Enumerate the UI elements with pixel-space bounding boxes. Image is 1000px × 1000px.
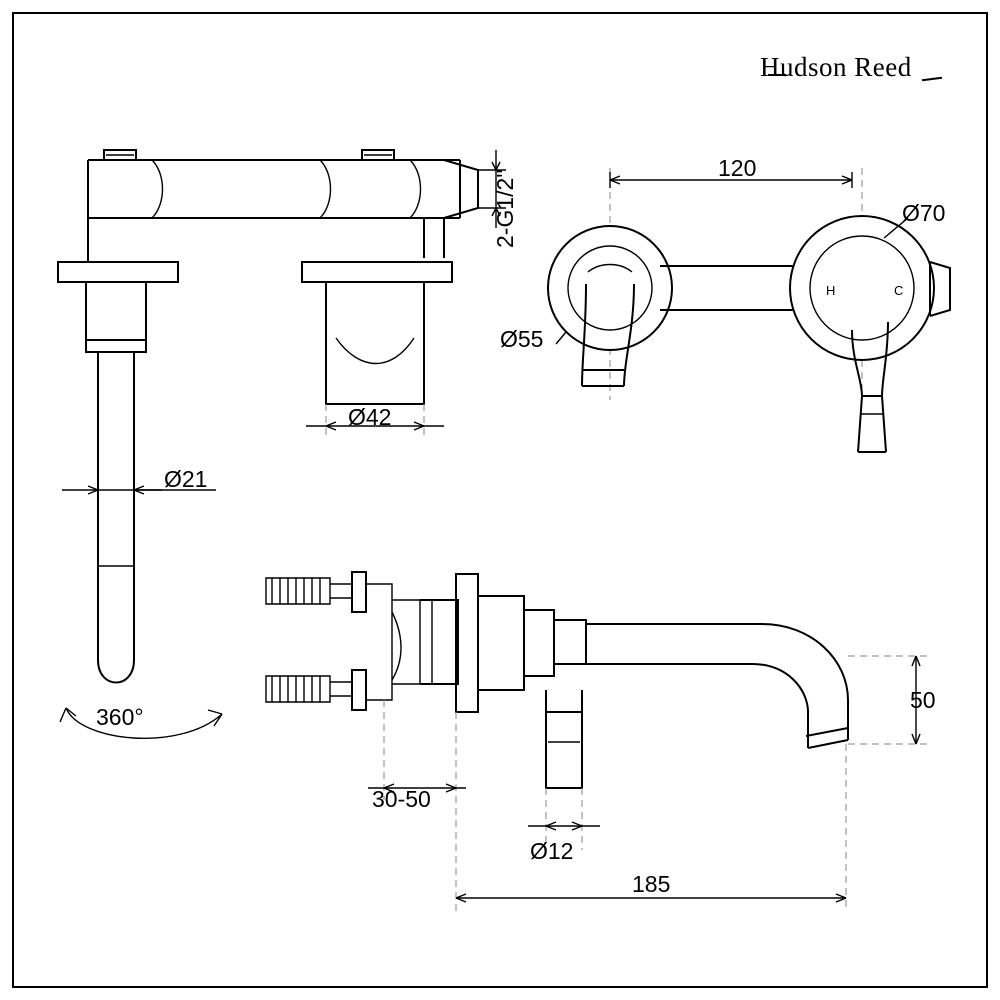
rotation-arc-360 [59, 707, 223, 739]
dimension-label-wall-30-50: 30-50 [372, 786, 431, 812]
dimension-handle-12 [528, 821, 600, 831]
section-installation-geometry [265, 571, 928, 912]
dimension-projection-185 [455, 893, 847, 903]
front-elevation-geometry [547, 168, 951, 453]
dimension-thread [478, 150, 506, 228]
dimension-label-rose-55: Ø55 [500, 326, 544, 352]
dimension-rose-55 [555, 331, 567, 345]
dimension-label-handle-12: Ø12 [530, 838, 574, 864]
drawing-border [12, 12, 988, 988]
handle-mark-hot: H [826, 283, 836, 298]
dimension-spout-21 [62, 485, 216, 495]
brand-logo-text: Hudson Reed [760, 52, 912, 82]
dimension-label-drop-50: 50 [910, 687, 936, 713]
dimension-label-spout-21: Ø21 [164, 466, 208, 492]
brand-rule-left [768, 74, 786, 76]
dimension-label-centres-120: 120 [718, 155, 757, 181]
dimension-label-flange-42: Ø42 [348, 404, 392, 430]
dimension-drop-50 [911, 655, 921, 745]
dimension-label-plate-70: Ø70 [902, 200, 946, 226]
dimension-flange-42 [306, 404, 444, 436]
dimension-label-rotation-360: 360° [96, 704, 144, 730]
dimension-wall-30-50 [368, 783, 466, 793]
handle-mark-cold: C [894, 283, 904, 298]
side-elevation-geometry [57, 149, 479, 684]
dimension-centres-120 [609, 172, 853, 188]
dimension-plate-70 [883, 217, 909, 239]
dimension-label-thread: 2-G1/2" [492, 169, 518, 248]
dimension-label-projection-185: 185 [632, 871, 671, 897]
